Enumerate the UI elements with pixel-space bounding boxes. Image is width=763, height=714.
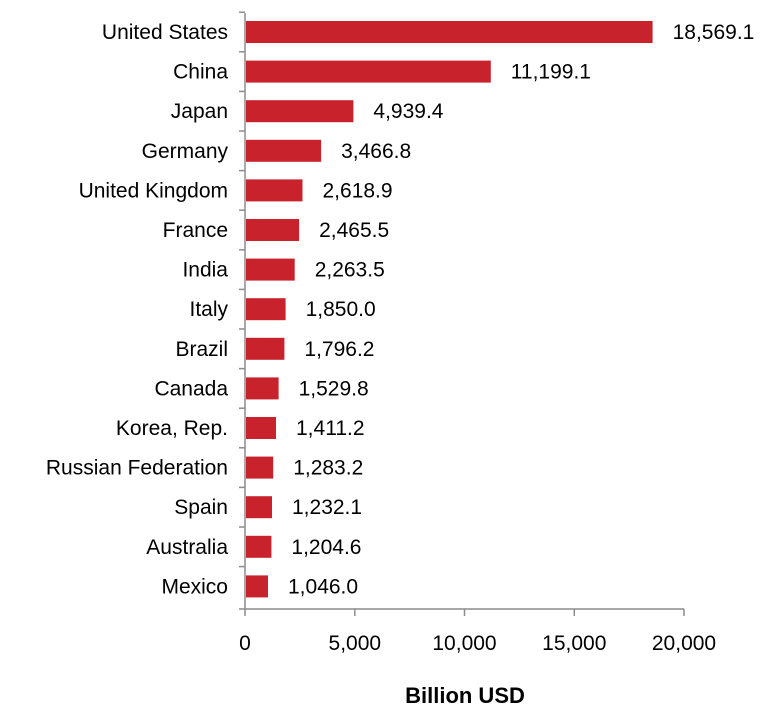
bar	[246, 535, 272, 558]
value-label: 1,796.2	[304, 338, 374, 361]
category-label: Brazil	[175, 338, 228, 361]
bar	[246, 417, 276, 439]
category-label: Spain	[174, 496, 228, 519]
category-label: Canada	[154, 377, 228, 400]
category-label: India	[182, 259, 228, 282]
bar	[246, 575, 268, 598]
category-label: Japan	[171, 100, 228, 123]
value-label: 1,529.8	[299, 377, 369, 400]
category-label: Germany	[142, 140, 229, 163]
value-label: 2,465.5	[319, 219, 389, 242]
bar	[246, 100, 354, 123]
bar	[246, 377, 279, 400]
bar	[246, 219, 300, 241]
value-label: 2,263.5	[315, 259, 385, 282]
category-label: Italy	[189, 298, 228, 321]
bar	[246, 179, 303, 202]
category-label: Russian Federation	[46, 457, 228, 480]
category-label: France	[163, 219, 228, 242]
bar	[246, 258, 295, 281]
bar	[246, 60, 491, 83]
bar	[246, 139, 322, 162]
value-label: 18,569.1	[673, 21, 755, 44]
x-tick-label: 0	[239, 632, 251, 655]
value-label: 1,232.1	[292, 496, 362, 519]
x-tick-label: 20,000	[652, 632, 716, 655]
value-label: 1,411.2	[296, 417, 365, 440]
value-label: 2,618.9	[323, 179, 393, 202]
value-label: 11,199.1	[511, 61, 591, 84]
value-label: 3,466.8	[341, 140, 411, 163]
category-label: United States	[102, 21, 228, 44]
category-label: United Kingdom	[79, 179, 228, 202]
bar	[246, 298, 286, 321]
axis-layer	[239, 11, 685, 616]
category-label: Mexico	[161, 575, 228, 598]
category-label: Australia	[146, 536, 228, 559]
value-label: 1,283.2	[293, 457, 363, 480]
value-label: 1,046.0	[288, 575, 358, 598]
value-label: 1,850.0	[306, 298, 376, 321]
category-label: Korea, Rep.	[116, 417, 228, 440]
x-tick-label: 5,000	[329, 632, 382, 655]
value-label: 4,939.4	[373, 100, 443, 123]
category-label: China	[173, 61, 228, 84]
value-label: 1,204.6	[291, 536, 361, 559]
x-tick-label: 15,000	[542, 632, 606, 655]
bars-layer	[246, 21, 653, 598]
bar	[246, 21, 653, 43]
x-axis-title: Billion USD	[405, 683, 525, 708]
bar	[246, 337, 285, 360]
bar	[246, 496, 272, 519]
bar	[246, 456, 274, 479]
x-tick-label: 10,000	[432, 632, 496, 655]
